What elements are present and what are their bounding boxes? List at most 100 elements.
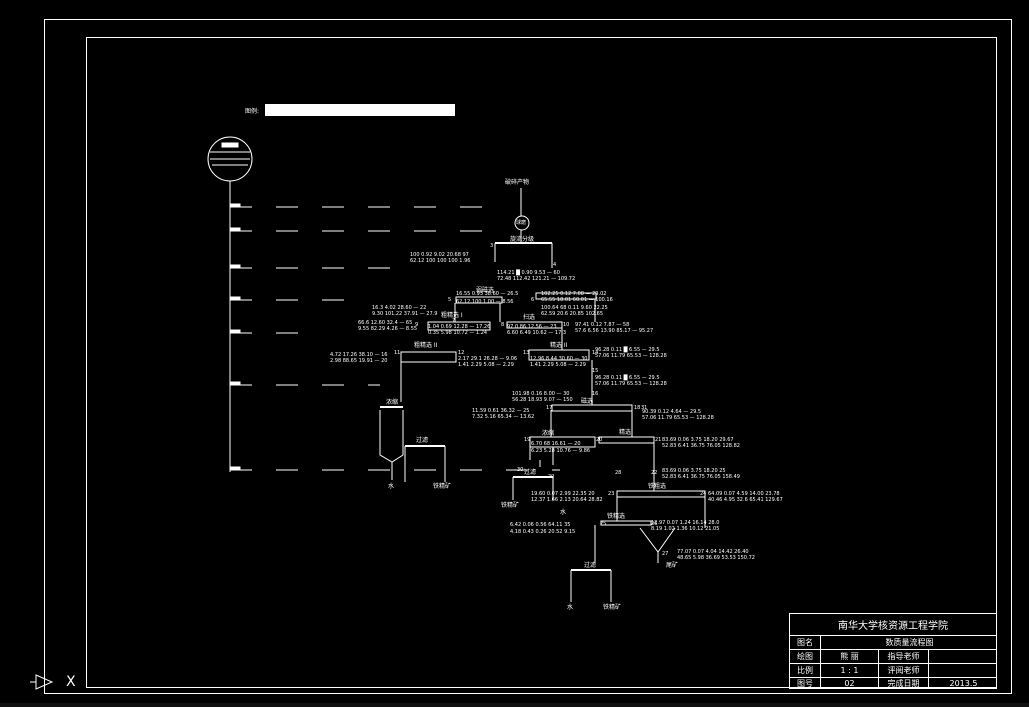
reviewer-value xyxy=(928,664,998,677)
stream-number: 31 xyxy=(641,405,648,411)
stream-data-label: 12.97 0.07 1.24 16.14 28.0 xyxy=(651,520,720,526)
scale-key: 比例 xyxy=(797,666,813,675)
stream-data-label: 4.72 17.26 38.10 — 16 xyxy=(330,352,388,358)
sep-2-label: 扫选 xyxy=(523,314,536,321)
water-1-label: 水 xyxy=(388,483,395,490)
stream-data-label: 57.06 11.79 65.53 — 128.28 xyxy=(595,353,667,359)
stream-number: 4 xyxy=(553,262,557,268)
stream-data-label: 40.46 4.95 32.6 65.41 129.67 xyxy=(708,497,783,503)
stream-number: 17 xyxy=(546,405,553,411)
title-row-1: 图名 数质量流程图 xyxy=(790,635,996,649)
iron-sep-label: 铁粗选 xyxy=(648,483,667,490)
sep-1-label: 粗精选 I xyxy=(441,312,463,319)
stream-data-label: 72.48 112.42 121.21 — 109.72 xyxy=(497,276,576,282)
stream-number: 9 xyxy=(415,322,419,328)
stream-data-label: 0.35 5.98 10.72 — 1.24 xyxy=(428,330,488,336)
stream-data-label: 64.09 0.07 4.59 14.00 23.78 xyxy=(708,491,780,497)
stream-number: 30 xyxy=(517,467,524,473)
stream-data-label: 66.6 12.60 32.4 — 65 xyxy=(358,320,413,326)
stream-data-label: 12.37 1.66 2.13 20.64 28.82 xyxy=(531,497,603,503)
stream-data-label: 56.28 18.93 9.07 — 150 xyxy=(512,397,573,403)
stream-data-label: 83.69 0.06 3.75 18.20 29.67 xyxy=(662,437,734,443)
stream-number: 28 xyxy=(615,470,622,476)
stream-data-label: 1.41 2.29 5.08 — 2.29 xyxy=(530,362,586,368)
stream-data-label: 8.19 1.02 1.36 10.12 21.05 xyxy=(651,526,720,532)
status-strip xyxy=(0,703,1029,707)
stream-data-label: 52.83 6.41 36.75 76.05 128.82 xyxy=(662,443,740,449)
drawing-no-key: 图号 xyxy=(797,679,813,688)
tail-label: 尾矿 xyxy=(666,562,679,569)
filter-2-label: 过滤 xyxy=(524,469,537,476)
stream-data-label: 6.23 5.28 10.76 — 9.86 xyxy=(531,448,591,454)
stream-number: 3 xyxy=(490,243,494,249)
stream-data-label: 6.60 6.49 10.62 — 17.3 xyxy=(507,330,567,336)
stream-data-label: 96.28 0.11 █ 6.55 — 29.5 xyxy=(595,347,660,353)
stream-data-label: 16.55 0.93 38.60 — 26.5 xyxy=(456,291,519,297)
stream-data-label: 97.41 0.12 7.87 — 58 xyxy=(575,322,630,328)
stream-data-label: 97 0.86 12.56 — 23 xyxy=(507,324,557,330)
drawing-inner-frame xyxy=(86,37,997,688)
stream-data-label: 9.30 101.22 37.91 — 27.9 xyxy=(372,311,438,317)
stream-number: 12 xyxy=(458,350,465,356)
stream-number: 18 xyxy=(634,405,641,411)
stream-number: 25 xyxy=(600,521,607,527)
stream-number: 27 xyxy=(662,551,669,557)
stream-number: 20 xyxy=(596,437,603,443)
stream-number: 8 xyxy=(501,322,505,328)
date-key: 完成日期 xyxy=(878,678,928,689)
stream-number: 29 xyxy=(548,474,555,480)
legend-title: 图例: xyxy=(245,108,260,115)
re-sep-label: 精选 xyxy=(619,429,632,436)
title-key: 图名 xyxy=(797,638,813,647)
stream-number: 13 xyxy=(523,350,530,356)
scale-value: 1 : 1 xyxy=(820,664,878,677)
stream-data-label: 62.59 20.6 20.85 102.65 xyxy=(541,311,604,317)
stream-data-label: 101.98 0.16 8.00 — 30 xyxy=(512,391,570,397)
stream-data-label: 96.28 0.11 █ 6.55 — 29.5 xyxy=(595,375,660,381)
water-2-label: 水 xyxy=(560,509,567,516)
stream-number: 19 xyxy=(524,437,531,443)
stream-number: 6 xyxy=(531,297,535,303)
stream-number: 11 xyxy=(394,350,401,356)
thickener-2-label: 浓缩 xyxy=(542,430,555,437)
sep-4-label: 精选 II xyxy=(550,342,568,349)
rough-sep-label: 弱磁选 xyxy=(476,287,495,294)
conc-3-label: 铁精矿 xyxy=(603,604,622,611)
advisor-key: 指导老师 xyxy=(878,650,928,663)
iron-clean-label: 铁精选 xyxy=(607,513,626,520)
stream-number: 10 xyxy=(563,322,570,328)
stream-data-label: 6.70 68 16.61 — 20 xyxy=(531,441,581,447)
stream-data-label: 1.41 2.29 5.08 — 2.29 xyxy=(458,362,514,368)
title-row-4: 图号 02 完成日期 2013.5 xyxy=(790,677,996,689)
reviewer-key: 评阅老师 xyxy=(878,664,928,677)
ucs-x-label: X xyxy=(66,674,76,690)
title-row-3: 比例 1 : 1 评阅老师 xyxy=(790,663,996,677)
conc-1-label: 铁精矿 xyxy=(433,483,452,490)
stream-data-label: 1.04 0.69 12.28 — 17.26 xyxy=(428,324,491,330)
stream-number: 14 xyxy=(592,350,599,356)
drawing-outer-frame xyxy=(44,19,1012,694)
advisor-value xyxy=(928,650,998,663)
mill-label: 球磨 xyxy=(516,220,527,226)
mag-sep-label: 磁选 xyxy=(581,398,594,405)
mill-icon xyxy=(514,215,530,231)
stream-data-label: 57.6 6.56 13.90 85.17 — 95.27 xyxy=(575,328,654,334)
stream-data-label: 57.06 11.79 65.53 — 128.28 xyxy=(595,381,667,387)
stream-data-label: 9.55 82.29 4.26 — 8.55 xyxy=(358,326,418,332)
ucs-icon xyxy=(30,674,54,690)
stream-data-label: 52.83 6.41 36.75 76.05 158.49 xyxy=(662,474,740,480)
stream-data-label: 100.64 68 0.11 9.60 22.25 xyxy=(541,305,608,311)
stream-data-label: 90.39 0.12 4.64 — 29.5 xyxy=(642,409,702,415)
stream-data-label: 2.98 88.65 19.91 — 20 xyxy=(330,358,388,364)
stream-data-label: 100 0.92 9.02 20.68 97 xyxy=(410,252,469,258)
title-row-2: 绘图 熊 丽 指导老师 xyxy=(790,649,996,663)
drawing-no-value: 02 xyxy=(820,678,878,689)
stream-number: 21 xyxy=(655,437,662,443)
stream-data-label: 2.17 29.1 26.28 — 9.06 xyxy=(458,356,518,362)
thickener-1-label: 浓缩 xyxy=(386,399,399,406)
classifier-label: 旋流分级 xyxy=(510,236,535,243)
raw-ore-label: 破碎产物 xyxy=(505,179,530,186)
stream-data-label: 83.69 0.06 3.75 18.20 25 xyxy=(662,468,726,474)
drawer-key: 绘图 xyxy=(797,652,813,661)
